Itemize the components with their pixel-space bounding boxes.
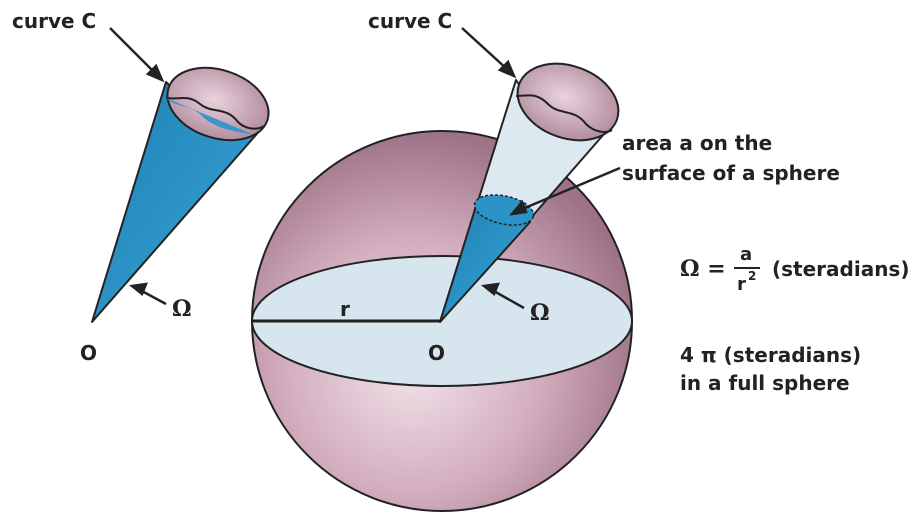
radius-label: r (340, 297, 350, 321)
left-cone-inner-rim (166, 98, 252, 134)
origin-left-label: O (80, 341, 97, 365)
arrow-omega-left (139, 288, 167, 306)
arrow-omega-left-head (128, 282, 148, 297)
arrow-curve-right (461, 27, 509, 71)
arrow-curve-left (109, 27, 157, 75)
formula-numerator: a (740, 244, 752, 265)
curve-c-right-label: curve C (368, 9, 452, 33)
omega-left-label: Ω (172, 296, 192, 322)
left-cone-cap (166, 66, 270, 142)
left-cone-cap-edge (165, 97, 265, 130)
arrow-omega-right-head (480, 282, 500, 297)
curve-c-left-label: curve C (12, 9, 96, 33)
area-a-patch (473, 194, 535, 226)
formula-denominator: r (737, 274, 746, 295)
arrows (109, 27, 621, 310)
full-sphere-line1: 4 π (steradians) (680, 343, 861, 367)
arrow-area-head (508, 199, 528, 216)
right-cone-cap (516, 62, 620, 142)
omega-right-label: Ω (530, 300, 550, 326)
formula-unit: (steradians) (772, 257, 909, 281)
origin-right-label: O (428, 341, 445, 365)
full-sphere-line2: in a full sphere (680, 371, 850, 395)
arrow-area (519, 166, 621, 212)
formula-denominator-exponent: 2 (748, 269, 756, 283)
formula-lhs: Ω = (680, 256, 726, 282)
arrow-curve-right-head (497, 59, 517, 79)
area-label-line2: surface of a sphere (622, 161, 840, 185)
arrow-curve-left-head (145, 63, 165, 83)
area-label-line1: area a on the (622, 131, 772, 155)
arrow-omega-right (491, 288, 525, 310)
left-cone (91, 66, 270, 323)
right-cone-cap-edge (515, 94, 613, 133)
